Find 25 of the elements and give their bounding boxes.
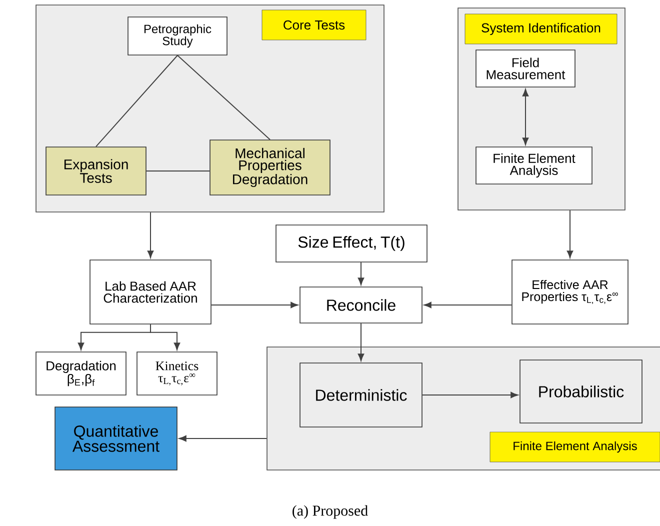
arrow <box>178 435 268 442</box>
process-box: Degradation β$_{E}$,β$_{f}$ <box>36 352 126 396</box>
process-box: Deterministic <box>300 362 422 428</box>
process-box: Effective AAR Properties τ$_{L,}$τ$_{c,}$ε$^{∞}$ <box>512 260 628 324</box>
arrow <box>150 324 180 350</box>
process-box: Size Effect, T(t) <box>276 224 428 262</box>
process-box: Petrographic Study <box>128 16 228 56</box>
process-box: Probabilistic <box>520 360 642 424</box>
process-box: Quantitative Assessment <box>54 406 178 470</box>
process-box: Reconcile <box>300 286 422 324</box>
arrow <box>147 212 154 258</box>
arrow <box>210 302 298 308</box>
process-box: Field Measurement <box>476 50 576 88</box>
arrow <box>424 302 512 308</box>
process-box: Kinetics τ$_{L,}$τ$_{c,}$ε$^{∞}$ <box>136 352 218 396</box>
arrow <box>566 210 574 258</box>
process-box: Lab Based AAR Characterization <box>90 260 212 324</box>
process-box: Expansion Tests <box>46 146 146 196</box>
arrow <box>522 88 529 146</box>
arrow <box>422 392 518 398</box>
arrow <box>358 322 364 362</box>
process-box: Finite Element Analysis <box>476 146 592 184</box>
arrow <box>358 262 364 286</box>
caption: (a) Proposed <box>292 505 368 519</box>
process-box: Mechanical Properties Degradation <box>210 140 330 196</box>
